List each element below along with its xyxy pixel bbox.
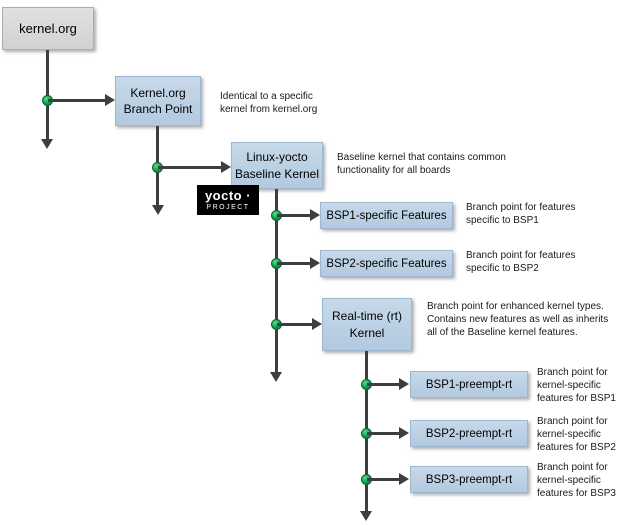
node-bsp1-preempt-rt-label: BSP1-preempt-rt [425, 378, 513, 391]
node-bsp1-features-label: BSP1-specific Features [326, 209, 447, 222]
note-baseline: Baseline kernel that contains common fun… [337, 152, 506, 176]
connector-kernel-org-down [46, 50, 49, 139]
node-kernel-org-label: kernel.org [19, 21, 77, 36]
yocto-logo-subtext: PROJECT [206, 204, 250, 211]
node-bsp2-features-label: BSP2-specific Features [326, 257, 447, 270]
arrowhead-right-icon [399, 378, 409, 390]
connector-to-baseline [158, 166, 221, 169]
node-bsp2-preempt-rt: BSP2-preempt-rt [410, 420, 528, 447]
node-kernel-org: kernel.org [2, 7, 94, 50]
node-branch-point: Kernel.org Branch Point [115, 76, 201, 126]
connector-baseline-down [275, 189, 278, 372]
arrowhead-down-icon [41, 139, 53, 149]
arrowhead-right-icon [312, 318, 322, 330]
connector-to-bsp3-preempt-rt [367, 478, 399, 481]
node-rt-kernel-label-line2: Kernel [349, 325, 385, 340]
connector-to-branch-point [48, 99, 105, 102]
note-rt-kernel: Branch point for enhanced kernel types. … [427, 301, 609, 338]
node-bsp1-features: BSP1-specific Features [320, 202, 453, 229]
arrowhead-right-icon [399, 473, 409, 485]
arrowhead-down-icon [270, 372, 282, 382]
node-branch-point-label-line2: Branch Point [123, 102, 193, 116]
node-branch-point-label-line1: Kernel.org [130, 85, 186, 100]
node-rt-kernel-label-line1: Real-time (rt) [331, 309, 402, 324]
connector-to-bsp2-features [277, 262, 310, 265]
node-bsp3-preempt-rt-label: BSP3-preempt-rt [425, 473, 513, 486]
yocto-project-logo: yocto · PROJECT [197, 185, 259, 215]
arrowhead-right-icon [399, 427, 409, 439]
node-bsp2-features: BSP2-specific Features [320, 250, 453, 277]
node-baseline-label-line1: Linux-yocto [246, 150, 308, 165]
arrowhead-right-icon [105, 94, 115, 106]
note-branch-point: Identical to a specific kernel from kern… [220, 91, 318, 115]
arrowhead-down-icon [152, 205, 164, 215]
connector-to-rt-kernel [277, 323, 312, 326]
connector-to-bsp1-features [277, 214, 310, 217]
node-bsp3-preempt-rt: BSP3-preempt-rt [410, 466, 528, 493]
node-baseline-label-line2: Baseline Kernel [234, 166, 320, 181]
note-bsp1-preempt-rt: Branch point for kernel-specific feature… [537, 367, 616, 404]
arrowhead-right-icon [310, 257, 320, 269]
note-bsp2-features: Branch point for features specific to BS… [466, 250, 576, 274]
node-baseline: Linux-yocto Baseline Kernel [231, 142, 323, 189]
note-bsp1-features: Branch point for features specific to BS… [466, 202, 576, 226]
yocto-logo-wordmark: yocto · [204, 188, 252, 203]
node-rt-kernel: Real-time (rt) Kernel [322, 298, 412, 351]
arrowhead-right-icon [310, 209, 320, 221]
node-bsp1-preempt-rt: BSP1-preempt-rt [410, 371, 528, 398]
note-bsp3-preempt-rt: Branch point for kernel-specific feature… [537, 462, 616, 499]
connector-to-bsp2-preempt-rt [367, 432, 399, 435]
note-bsp2-preempt-rt: Branch point for kernel-specific feature… [537, 416, 616, 453]
arrowhead-down-icon [360, 511, 372, 521]
node-bsp2-preempt-rt-label: BSP2-preempt-rt [425, 427, 513, 440]
connector-to-bsp1-preempt-rt [367, 383, 399, 386]
arrowhead-right-icon [221, 161, 231, 173]
